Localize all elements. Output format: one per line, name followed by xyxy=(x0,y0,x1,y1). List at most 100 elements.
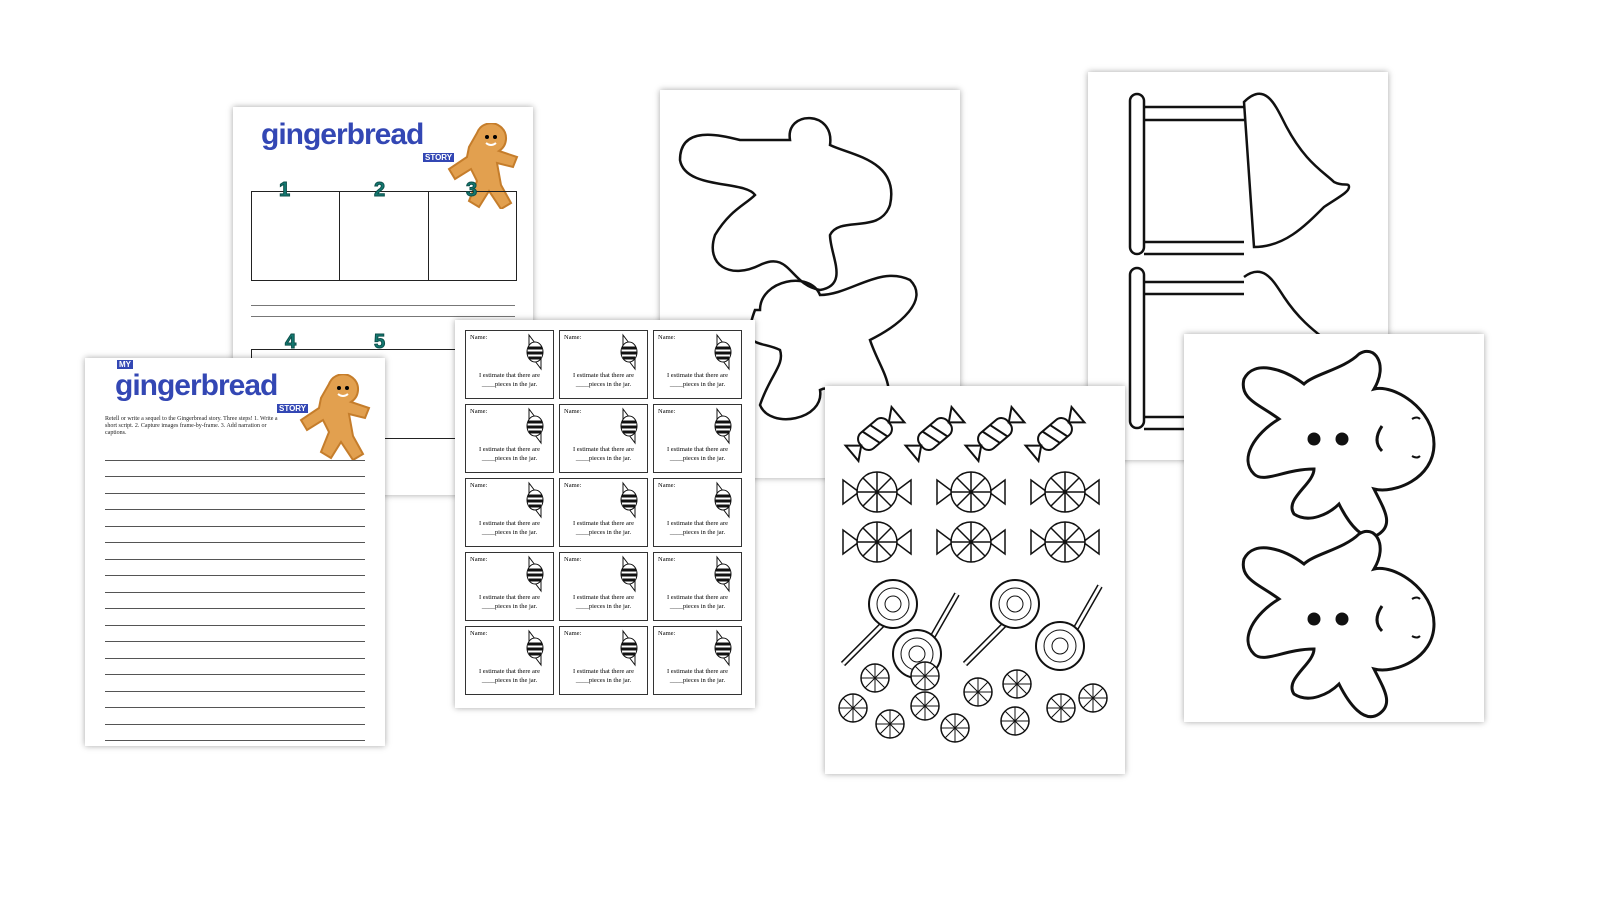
name-label: Name: xyxy=(658,334,676,341)
estimate-card: Name: I estimate that there are ____piece… xyxy=(559,404,648,473)
estimate-text: I estimate that there are ____pieces in … xyxy=(479,520,540,536)
name-label: Name: xyxy=(658,556,676,563)
name-label: Name: xyxy=(470,482,488,489)
estimate-card: Name: I estimate that there are ____piece… xyxy=(465,552,554,621)
wrapped-candy-icon xyxy=(714,407,732,445)
estimate-text: I estimate that there are ____pieces in … xyxy=(573,594,634,610)
estimate-card: Name: I estimate that there are ____piece… xyxy=(559,330,648,399)
wrapped-candy-icon xyxy=(526,407,544,445)
logo-tag: STORY xyxy=(423,153,455,162)
wrapped-candy-icon xyxy=(714,629,732,667)
name-label: Name: xyxy=(564,630,582,637)
logo-prefix: MY xyxy=(117,360,133,369)
round-mint-icon xyxy=(1078,683,1108,713)
frame-number: 2 xyxy=(373,179,386,202)
round-mint-icon xyxy=(875,709,905,739)
round-mint-icon xyxy=(963,677,993,707)
round-mint-icon xyxy=(940,713,970,743)
lollipop-icon xyxy=(840,579,918,667)
gingerbread-men-page xyxy=(1184,334,1484,722)
gingerbread-house-page xyxy=(1088,72,1388,460)
logo-tag: STORY xyxy=(277,404,309,413)
wrapped-candy-icon xyxy=(526,629,544,667)
peppermint-candy-icon xyxy=(842,471,912,513)
name-label: Name: xyxy=(658,408,676,415)
frame-row-1 xyxy=(251,191,517,281)
frame-number: 1 xyxy=(278,179,291,202)
wrapped-candy-icon xyxy=(1023,404,1087,464)
round-mint-icon xyxy=(838,693,868,723)
peppermint-candy-icon xyxy=(842,521,912,563)
wrapped-candy-icon xyxy=(714,555,732,593)
wrapped-candy-icon xyxy=(620,481,638,519)
estimate-text: I estimate that there are ____pieces in … xyxy=(667,446,728,462)
estimate-card: Name: I estimate that there are ____piece… xyxy=(653,330,742,399)
wrapped-candy-icon xyxy=(903,404,967,464)
estimate-cards-page: Name: I estimate that there are ____piece… xyxy=(455,320,755,708)
round-mint-icon xyxy=(1046,693,1076,723)
wrapped-candy-icon xyxy=(526,555,544,593)
instructions: Retell or write a sequel to the Gingerbr… xyxy=(105,416,278,436)
name-label: Name: xyxy=(564,408,582,415)
estimate-text: I estimate that there are ____pieces in … xyxy=(479,446,540,462)
peppermint-candy-icon xyxy=(1030,521,1100,563)
lollipop-icon xyxy=(892,592,960,679)
round-mint-icon xyxy=(860,663,890,693)
wrapped-candy-icon xyxy=(526,333,544,371)
frame-number: 5 xyxy=(373,331,386,354)
candy-coloring-page xyxy=(825,386,1125,774)
gingerbread-house-icon xyxy=(1128,92,1351,431)
name-label: Name: xyxy=(564,334,582,341)
estimate-text: I estimate that there are ____pieces in … xyxy=(573,668,634,684)
estimate-text: I estimate that there are ____pieces in … xyxy=(573,520,634,536)
wrapped-candy-icon xyxy=(620,555,638,593)
round-mint-icon xyxy=(1000,706,1030,736)
round-mint-icon xyxy=(1002,669,1032,699)
writing-worksheet: MY gingerbread STORY Retell or write a s… xyxy=(85,358,385,746)
name-label: Name: xyxy=(470,334,488,341)
gingerbread-man-icon xyxy=(447,123,519,209)
wrapped-candy-icon xyxy=(714,333,732,371)
estimate-card: Name: I estimate that there are ____piece… xyxy=(653,552,742,621)
wrapped-candy-icon xyxy=(620,333,638,371)
wrapped-candy-icon xyxy=(620,407,638,445)
estimate-text: I estimate that there are ____pieces in … xyxy=(479,594,540,610)
name-label: Name: xyxy=(658,630,676,637)
lollipop-icon xyxy=(962,579,1040,667)
estimate-text: I estimate that there are ____pieces in … xyxy=(667,594,728,610)
estimate-card: Name: I estimate that there are ____piece… xyxy=(559,552,648,621)
writing-lines xyxy=(105,444,365,741)
estimate-text: I estimate that there are ____pieces in … xyxy=(667,372,728,388)
estimate-card: Name: I estimate that there are ____piece… xyxy=(465,478,554,547)
estimate-card: Name: I estimate that there are ____piece… xyxy=(653,478,742,547)
round-mint-icon xyxy=(910,691,940,721)
estimate-card: Name:I estimate that there are ____piece… xyxy=(653,626,742,695)
estimate-text: I estimate that there are ____pieces in … xyxy=(573,372,634,388)
estimate-card: Name: I estimate that there are ____piece… xyxy=(653,404,742,473)
round-mint-icon xyxy=(910,661,940,691)
frame-number: 4 xyxy=(284,331,297,354)
logo-text: gingerbread xyxy=(261,118,424,151)
wrapped-candy-icon xyxy=(843,404,907,464)
estimate-card: Name: I estimate that there are ____piece… xyxy=(465,404,554,473)
name-label: Name: xyxy=(658,482,676,489)
estimate-text: I estimate that there are ____pieces in … xyxy=(479,668,540,684)
estimate-card-grid: Name: I estimate that there are ____piece… xyxy=(465,330,742,695)
peppermint-candy-icon xyxy=(936,471,1006,513)
name-label: Name: xyxy=(470,556,488,563)
estimate-text: I estimate that there are ____pieces in … xyxy=(573,446,634,462)
name-label: Name: xyxy=(564,482,582,489)
candy-drawings xyxy=(838,404,1108,743)
estimate-card: Name:I estimate that there are ____piece… xyxy=(465,626,554,695)
frame-number: 3 xyxy=(465,179,478,202)
estimate-text: I estimate that there are ____pieces in … xyxy=(667,520,728,536)
gingerbread-men-drawings xyxy=(1241,350,1436,719)
wrapped-candy-icon xyxy=(620,629,638,667)
peppermint-candy-icon xyxy=(936,521,1006,563)
peppermint-candy-icon xyxy=(1030,471,1100,513)
estimate-card: Name: I estimate that there are ____piece… xyxy=(559,478,648,547)
name-label: Name: xyxy=(470,408,488,415)
name-label: Name: xyxy=(564,556,582,563)
wrapped-candy-icon xyxy=(963,404,1027,464)
logo-text: gingerbread xyxy=(115,369,278,402)
